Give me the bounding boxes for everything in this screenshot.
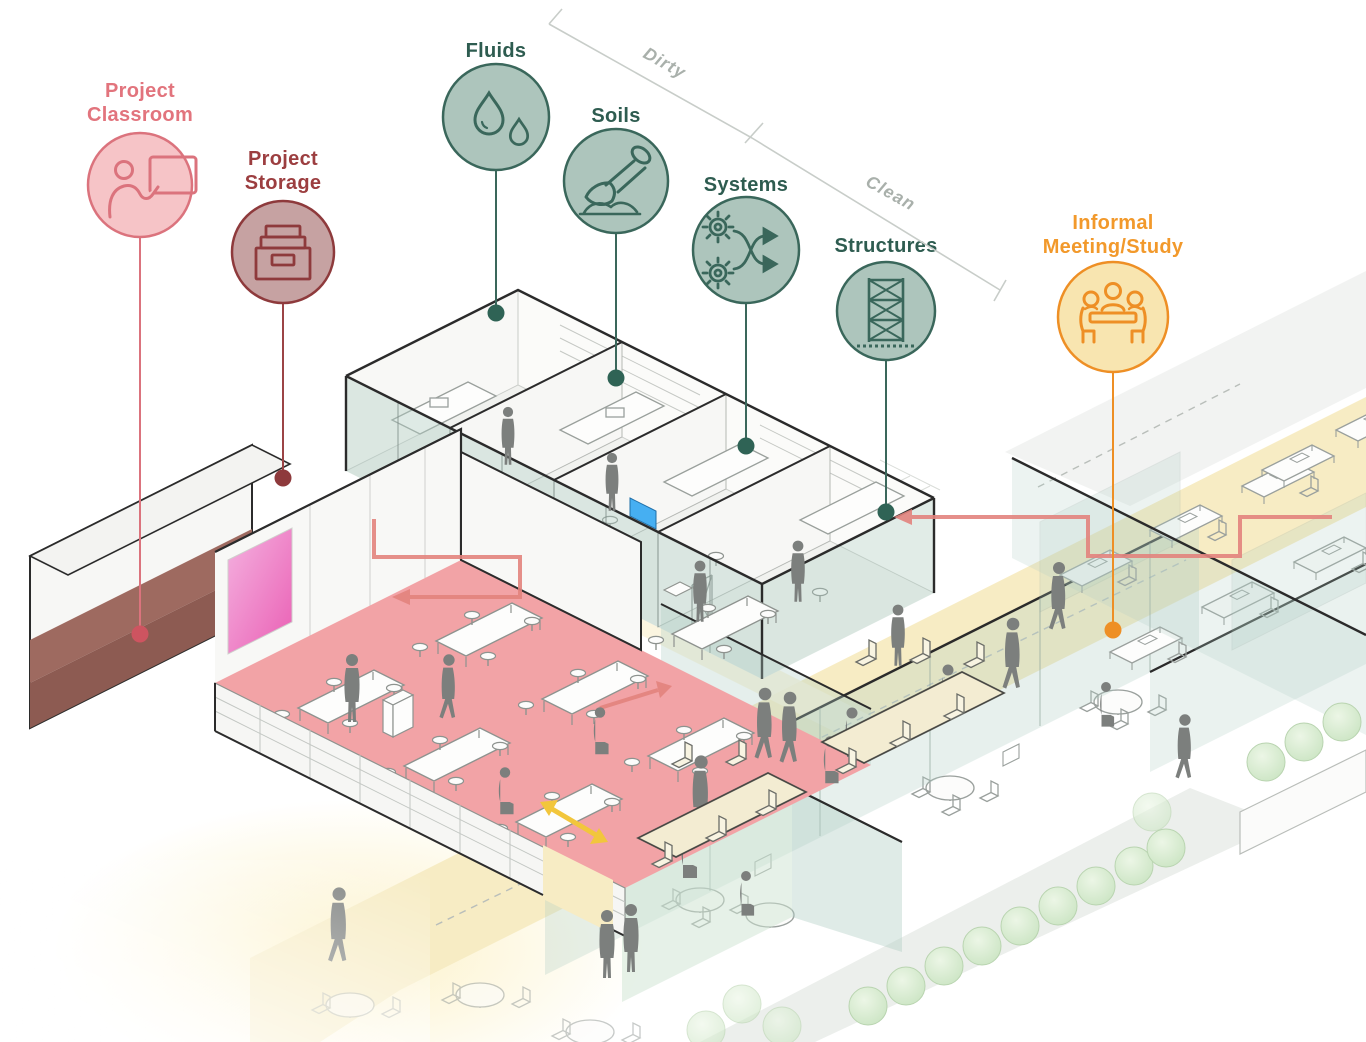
zone-label-line2: Meeting/Study bbox=[1043, 236, 1184, 258]
presentation-screen bbox=[227, 527, 293, 655]
zone-marker-fluids: Fluids bbox=[441, 40, 551, 172]
presenter-board-icon bbox=[108, 155, 198, 219]
roof-plane bbox=[1005, 271, 1366, 506]
zone-label-line2: Storage bbox=[245, 172, 322, 194]
storage-roof bbox=[28, 444, 292, 576]
clean-flow-label: Clean bbox=[863, 171, 920, 215]
right-wing-offices bbox=[1011, 404, 1366, 735]
zone-label-line1: Project bbox=[105, 80, 175, 102]
lab-partition-edge bbox=[553, 393, 727, 481]
corridor-meeting-tables bbox=[636, 637, 1006, 869]
wall-shelf-lines bbox=[559, 324, 881, 499]
zone-label: Systems bbox=[704, 174, 788, 196]
leader-dots bbox=[131, 304, 1122, 643]
flow-arrowheads bbox=[392, 509, 912, 698]
zone-circle bbox=[562, 127, 670, 235]
zone-marker-project-classroom: Project Classroom bbox=[86, 80, 198, 239]
door-swing-arrow bbox=[540, 800, 608, 844]
zone-label-line1: Informal bbox=[1072, 212, 1153, 234]
zone-marker-systems: Systems bbox=[691, 174, 801, 305]
classroom-furniture bbox=[273, 581, 779, 849]
wall-tv-screen bbox=[629, 497, 657, 530]
flow-arrow-exit-path bbox=[599, 688, 659, 710]
roof-dashed-line bbox=[1037, 383, 1241, 488]
zone-marker-soils: Soils bbox=[562, 105, 670, 235]
leader-dot-informal bbox=[1104, 621, 1122, 639]
zone-label-line2: Classroom bbox=[87, 104, 193, 126]
corner-room-glass-a bbox=[622, 787, 792, 1002]
lectern bbox=[381, 689, 415, 738]
projector-box bbox=[662, 581, 694, 597]
meeting-group-icon bbox=[1079, 282, 1147, 344]
gears-flow-icon bbox=[701, 210, 779, 290]
office-glass-wall bbox=[1012, 458, 1366, 735]
storage-floor-wedge bbox=[30, 572, 252, 728]
flow-arrow-clean-path bbox=[912, 515, 1332, 558]
shelving-outline bbox=[214, 683, 626, 937]
zone-marker-structures: Structures bbox=[834, 235, 937, 362]
zone-circle bbox=[230, 199, 336, 305]
scaffold-icon bbox=[857, 278, 915, 348]
zone-marker-project-storage: Project Storage bbox=[230, 148, 336, 305]
zone-label: Fluids bbox=[466, 40, 527, 62]
leader-lines bbox=[139, 170, 1114, 626]
classroom-door-gap bbox=[543, 845, 613, 934]
leader-dot-project-classroom bbox=[131, 625, 149, 643]
zone-marker-informal-meeting-study: Informal Meeting/Study bbox=[1043, 212, 1184, 374]
lab-glass-end bbox=[762, 498, 934, 679]
zone-label-line1: Project bbox=[248, 148, 318, 170]
lab-partition-edge bbox=[449, 341, 623, 429]
classroom-right-wall bbox=[460, 450, 642, 652]
flow-arrow-classroom-path bbox=[372, 519, 522, 599]
shovel-icon bbox=[578, 145, 652, 216]
water-drops-icon bbox=[473, 90, 530, 146]
leader-dot-structures bbox=[877, 503, 895, 521]
flow-arrows bbox=[372, 515, 1332, 710]
leader-dot-project-storage bbox=[274, 469, 292, 487]
glass-wall-outer bbox=[1150, 564, 1366, 772]
lab-partition-edge bbox=[657, 445, 831, 533]
office-glass-wall-edge bbox=[1011, 456, 1366, 637]
classroom-right-glass bbox=[661, 604, 871, 765]
zone-label: Soils bbox=[591, 105, 640, 127]
archive-drawers-icon bbox=[254, 224, 312, 281]
zone-circle bbox=[441, 62, 551, 172]
parapet-wall bbox=[1239, 749, 1366, 855]
flow-bracket bbox=[548, 8, 1007, 302]
leader-dot-soils bbox=[607, 369, 625, 387]
leader-dot-fluids bbox=[487, 304, 505, 322]
bottom-left-fade bbox=[0, 860, 430, 1042]
flow-bracket-lines bbox=[548, 8, 1007, 302]
zone-circle bbox=[691, 195, 801, 305]
lab-roof-edges bbox=[344, 288, 936, 679]
zone-circle bbox=[86, 131, 194, 239]
leader-dot-systems bbox=[737, 437, 755, 455]
dirty-flow-label: Dirty bbox=[640, 43, 690, 83]
zone-label: Structures bbox=[834, 235, 937, 257]
lab-benches bbox=[390, 381, 906, 535]
